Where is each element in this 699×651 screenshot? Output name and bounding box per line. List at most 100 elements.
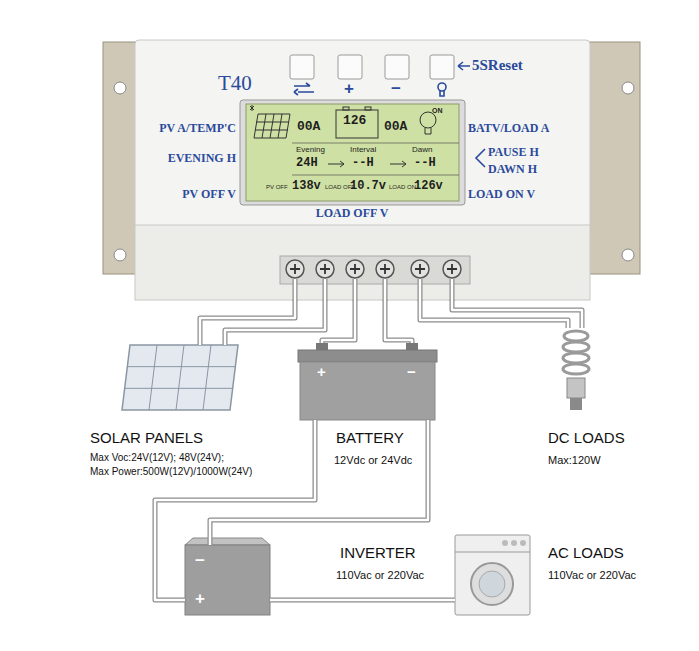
lcd-screen bbox=[240, 100, 465, 205]
solar-panel bbox=[149, 345, 157, 410]
button-icon bbox=[440, 91, 444, 96]
lcd-icon bbox=[365, 107, 371, 110]
terminal-screw bbox=[320, 264, 330, 274]
mounting-bracket bbox=[622, 249, 634, 261]
lcd-reading: PV OFF bbox=[266, 184, 288, 190]
panel-label: PV A/TEMP'C bbox=[159, 122, 236, 134]
panel-label: T40 bbox=[218, 73, 252, 94]
charge-controller: T40 5SReset PV A/TEMP'C EVENING H PV OFF V BA… bbox=[135, 40, 590, 300]
lcd-reading: ON bbox=[432, 107, 443, 114]
button-icon bbox=[438, 83, 446, 91]
lcd-reading: --H bbox=[414, 157, 436, 169]
lcd-reading: 00A bbox=[384, 120, 407, 133]
lcd-icon bbox=[250, 105, 254, 111]
cable-core bbox=[270, 599, 455, 602]
solar-panel bbox=[125, 388, 233, 389]
mounting-bracket bbox=[622, 82, 634, 94]
washing-machine bbox=[455, 552, 530, 553]
panel-label: BATV/LOAD A bbox=[468, 122, 549, 134]
panel-label: PAUSE H bbox=[488, 146, 539, 158]
dc-load: DC LOADSMax:120W bbox=[558, 328, 594, 412]
button bbox=[338, 55, 362, 79]
cable bbox=[200, 300, 295, 345]
terminal-screw bbox=[383, 279, 388, 301]
device-label: SOLAR PANELS bbox=[90, 430, 203, 445]
lcd-icon bbox=[343, 107, 349, 110]
cable bbox=[452, 300, 582, 328]
cable-core bbox=[452, 300, 582, 328]
cable-outline bbox=[420, 300, 568, 328]
terminal-screw bbox=[451, 279, 454, 301]
button-symbol: − bbox=[391, 80, 401, 97]
button bbox=[290, 55, 454, 79]
reset-arrow bbox=[458, 62, 470, 70]
cable-core bbox=[210, 420, 428, 545]
button bbox=[290, 55, 314, 79]
terminal-polarity: + bbox=[195, 590, 205, 607]
panel-label: PV OFF V bbox=[182, 188, 236, 200]
cable-core bbox=[155, 420, 315, 600]
terminal-polarity: + bbox=[317, 364, 326, 379]
cable-outline bbox=[210, 420, 428, 545]
pause-bracket bbox=[476, 149, 485, 167]
terminal-screw bbox=[290, 264, 300, 274]
terminal-screw bbox=[447, 264, 457, 274]
battery bbox=[298, 350, 437, 362]
solar-panel bbox=[122, 345, 238, 410]
device-label: Max Voc:24V(12V); 48V(24V); bbox=[90, 453, 224, 463]
lcd-display: 00A12600AONEveningIntervalDawn24H--H--HP… bbox=[246, 104, 459, 201]
lcd-screen bbox=[246, 104, 459, 201]
cable-outline bbox=[322, 300, 355, 343]
battery bbox=[300, 362, 435, 420]
device-label: 12Vdc or 24Vdc bbox=[334, 455, 412, 466]
terminal-screw bbox=[411, 260, 429, 278]
battery bbox=[298, 343, 437, 420]
button bbox=[385, 55, 409, 79]
terminal-screw bbox=[450, 279, 455, 301]
panel-label: LOAD ON V bbox=[468, 188, 535, 200]
button-icon bbox=[294, 83, 446, 96]
washing-machine bbox=[471, 563, 513, 605]
cable bbox=[385, 300, 412, 343]
terminal-screw bbox=[286, 260, 461, 301]
terminal-screw bbox=[415, 264, 425, 274]
ac-load: AC LOADS110Vac or 220Vac bbox=[455, 535, 530, 615]
controller-housing bbox=[135, 40, 590, 230]
device-label: INVERTER bbox=[340, 545, 416, 560]
panel-label: 5SReset bbox=[472, 58, 523, 73]
panel-label: EVENING H bbox=[168, 152, 236, 164]
cable bbox=[420, 300, 568, 328]
lcd-reading: 00A bbox=[297, 120, 320, 133]
solar-panel bbox=[122, 345, 238, 410]
device-label: Max Power:500W(12V)/1000W(24V) bbox=[90, 467, 252, 477]
device-label: Max:120W bbox=[548, 455, 601, 466]
terminal-screw bbox=[324, 279, 327, 301]
lamp bbox=[567, 378, 585, 398]
lcd-reading: Interval bbox=[350, 146, 376, 154]
lcd-icon bbox=[336, 110, 378, 138]
mounting-bracket bbox=[114, 82, 126, 94]
controller-housing bbox=[135, 40, 590, 300]
cable bbox=[155, 420, 315, 600]
terminal-screw bbox=[323, 279, 328, 301]
lcd-icon bbox=[254, 114, 290, 138]
lcd-reading: 126 bbox=[343, 114, 366, 127]
washing-machine bbox=[455, 535, 530, 615]
cable-core bbox=[200, 300, 295, 345]
lamp bbox=[564, 331, 588, 341]
inverter bbox=[185, 538, 270, 615]
washing-machine bbox=[511, 540, 517, 546]
controller-housing bbox=[280, 256, 470, 284]
device-label: 110Vac or 220Vac bbox=[336, 570, 424, 581]
terminal-polarity: − bbox=[407, 364, 416, 379]
lcd-icon bbox=[250, 105, 436, 167]
cable bbox=[225, 300, 325, 345]
device-label: AC LOADS bbox=[548, 545, 624, 560]
solar-panel bbox=[176, 345, 184, 410]
cable-core bbox=[420, 300, 568, 328]
cable bbox=[270, 600, 455, 601]
inverter bbox=[185, 538, 270, 545]
solar-panel bbox=[127, 366, 235, 367]
lcd-reading: --H bbox=[352, 157, 374, 169]
